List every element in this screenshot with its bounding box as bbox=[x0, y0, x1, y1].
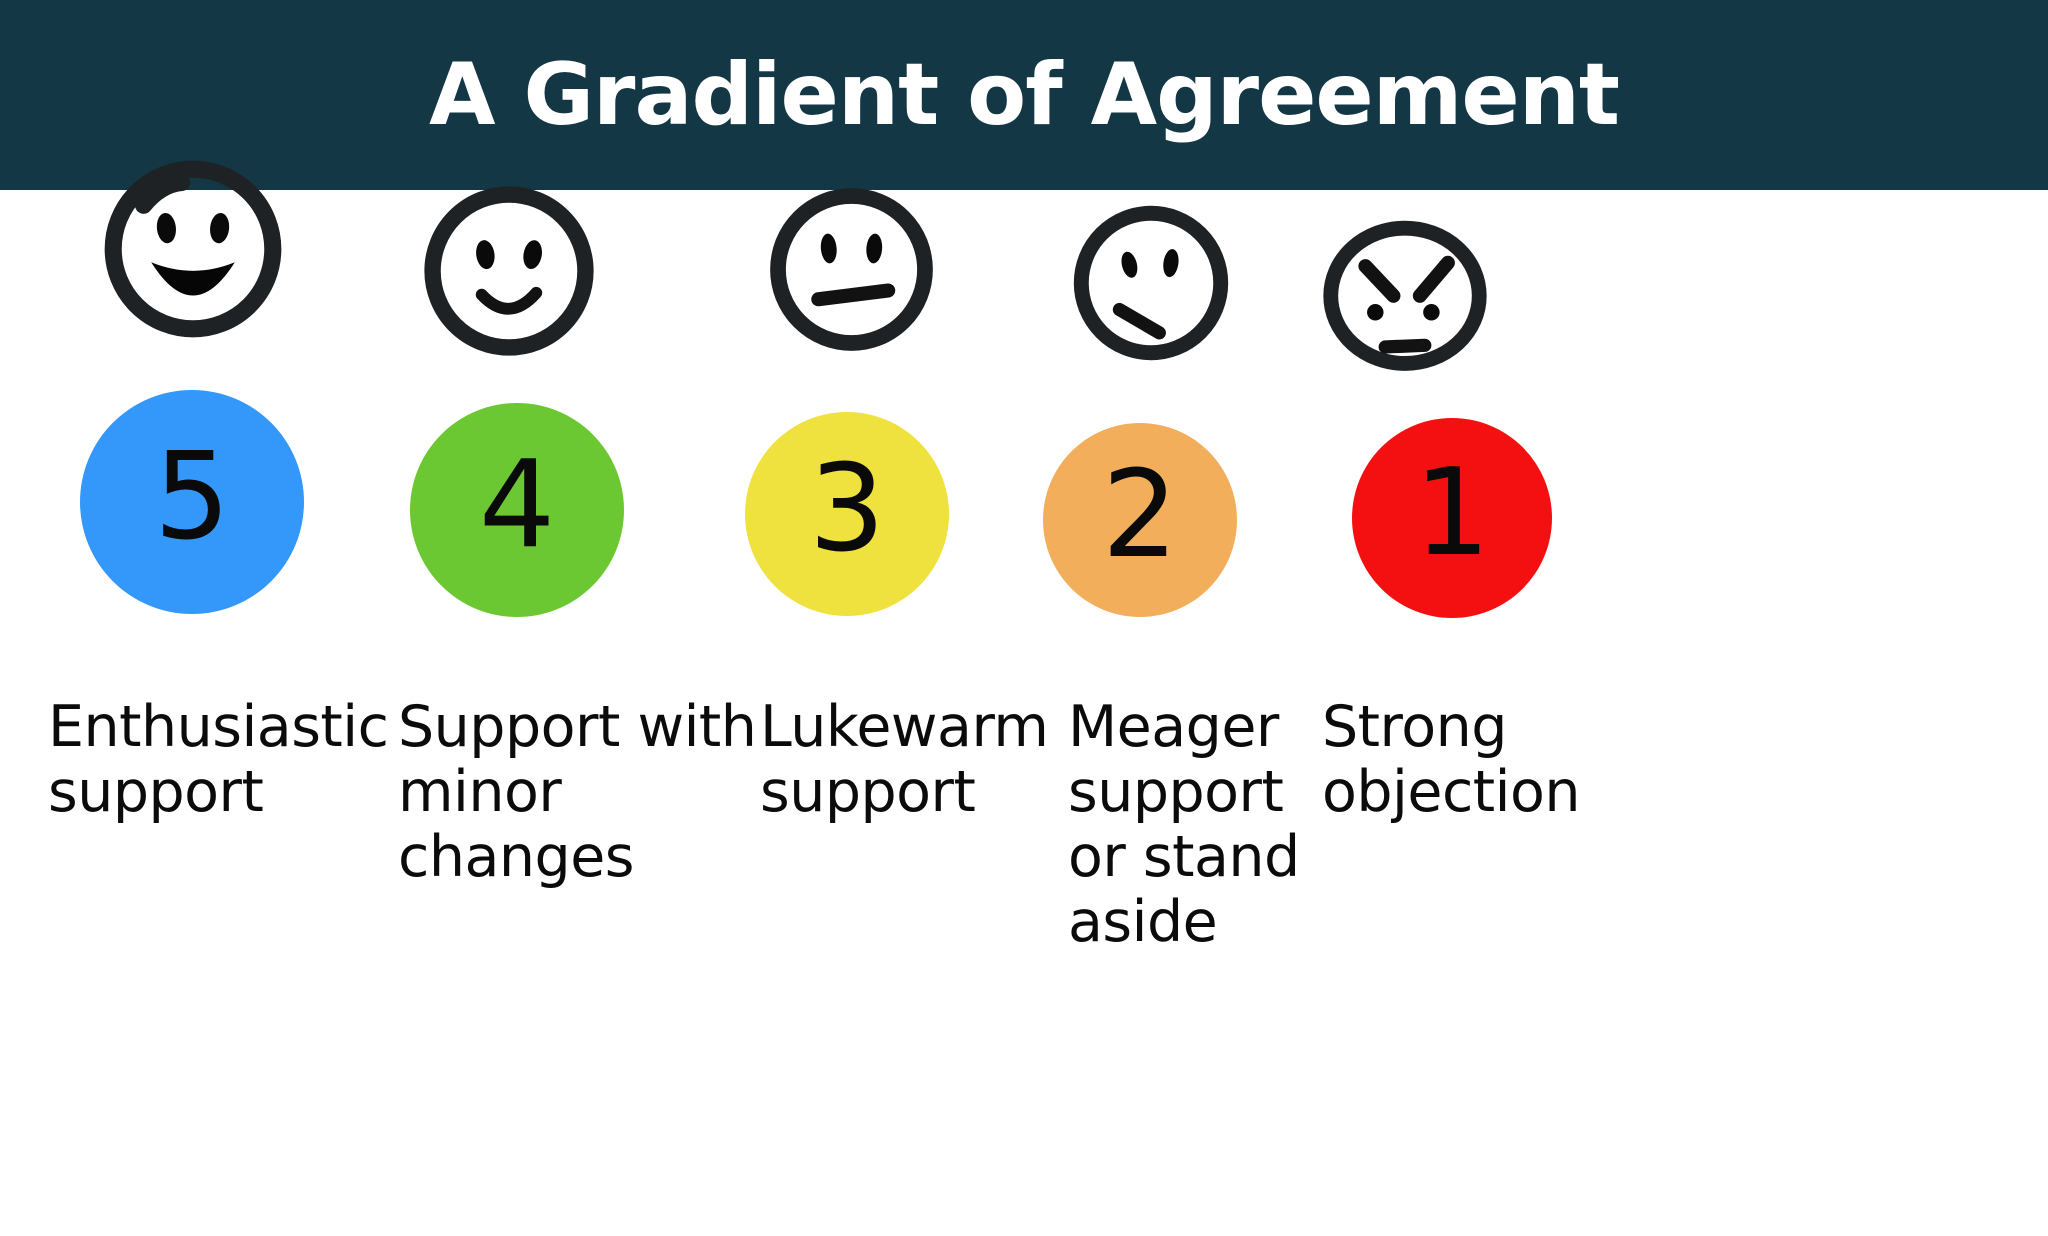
caption-line: Meager bbox=[1068, 694, 1279, 760]
level-caption-5: Enthusiastic support bbox=[48, 695, 418, 825]
level-caption-2: Meager support or stand aside bbox=[1068, 695, 1348, 955]
caption-line: Lukewarm bbox=[760, 694, 1049, 760]
level-number-4: 4 bbox=[478, 436, 556, 575]
caption-line: objection bbox=[1322, 758, 1580, 825]
level-badge-5[interactable]: 5 bbox=[80, 390, 304, 614]
caption-line: Enthusiastic bbox=[48, 694, 389, 760]
level-number-1: 1 bbox=[1413, 444, 1491, 583]
level-number-5: 5 bbox=[153, 428, 231, 567]
level-badge-3[interactable]: 3 bbox=[745, 412, 949, 616]
level-badge-4[interactable]: 4 bbox=[410, 403, 624, 617]
page-title: A Gradient of Agreement bbox=[428, 45, 1620, 145]
level-caption-3: Lukewarm support bbox=[760, 695, 1090, 825]
caption-line: Strong bbox=[1322, 694, 1507, 760]
caption-line: support bbox=[48, 758, 264, 825]
caption-line: aside bbox=[1068, 888, 1218, 955]
angry-face-icon bbox=[1315, 210, 1495, 375]
level-badge-2[interactable]: 2 bbox=[1043, 423, 1237, 617]
header-banner: A Gradient of Agreement bbox=[0, 0, 2048, 190]
level-caption-4: Support with minor changes bbox=[398, 695, 798, 890]
caption-line: support bbox=[1068, 758, 1284, 825]
level-number-3: 3 bbox=[808, 440, 886, 579]
slight-smile-face-icon bbox=[418, 180, 600, 362]
level-caption-1: Strong objection bbox=[1322, 695, 1622, 825]
caption-line: or stand bbox=[1068, 823, 1300, 890]
caption-line: minor changes bbox=[398, 758, 634, 890]
caption-line: Support with bbox=[398, 694, 757, 760]
level-number-2: 2 bbox=[1101, 446, 1179, 585]
big-smile-face-icon bbox=[98, 154, 288, 344]
level-badge-1[interactable]: 1 bbox=[1352, 418, 1552, 618]
frown-face-icon bbox=[1068, 200, 1234, 366]
caption-line: support bbox=[760, 758, 976, 825]
neutral-face-icon bbox=[764, 182, 939, 357]
